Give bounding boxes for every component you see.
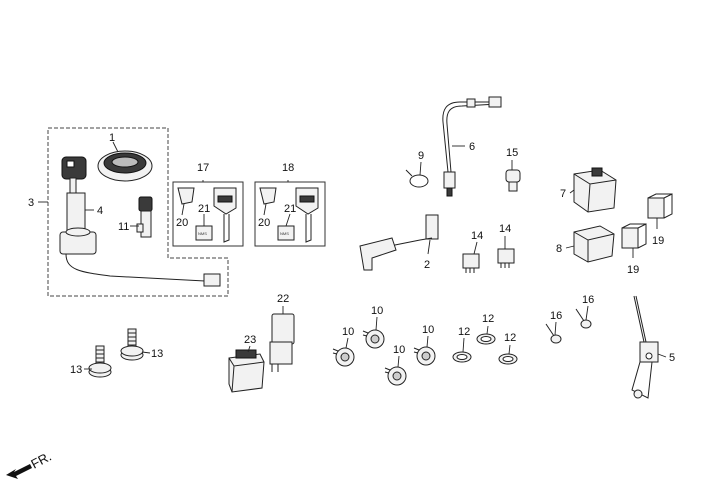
callout-5: 5 [669,352,675,364]
leader-lines [38,141,667,370]
callout-13b: 13 [151,348,163,360]
callout-3: 3 [28,197,34,209]
bulb-socket-part [505,169,521,192]
grommet-10c-part [384,366,407,386]
callout-11: 11 [118,221,129,233]
callout-2: 2 [424,259,430,271]
callout-17: 17 [197,162,209,174]
key-set-18: NMS [254,181,326,247]
callout-16a: 16 [550,310,562,322]
callout-12a: 12 [458,326,470,338]
ignition-key-part [61,156,87,195]
front-arrow-icon [6,464,32,479]
callout-8: 8 [556,243,562,255]
key-set-17-frame [172,181,244,247]
relay-14a-part [462,253,480,273]
callout-10c: 10 [393,344,405,356]
relay-19b-part [621,223,647,249]
ignition-connector [203,273,221,287]
sensor-cable-part [442,96,502,197]
fuel-cap-part [97,150,153,182]
callout-21b: 21 [284,203,296,215]
callout-14a: 14 [471,230,483,242]
callout-20a: 20 [176,217,188,229]
key-set-18-frame [254,181,326,247]
fuse-block-23-part [228,349,265,393]
callout-12c: 12 [504,332,516,344]
sensor-bracket-part [631,295,659,399]
callout-20b: 20 [258,217,270,229]
control-unit-part [573,225,615,263]
key-set-17: NMS [172,181,244,247]
bolt-13b-part [120,328,144,361]
callout-7: 7 [560,188,566,200]
seat-lock-part [136,196,153,238]
callout-19b: 19 [627,264,639,276]
callout-10a: 10 [342,326,354,338]
callout-labels: 1 2 3 4 5 6 7 8 9 10 10 10 10 11 12 12 1… [28,132,675,376]
front-direction-indicator: FR. [6,449,54,479]
hose-clip-part [405,169,429,188]
callout-1: 1 [109,132,115,144]
grommet-10d-part [413,346,436,366]
washer-12a-part [452,351,472,363]
callout-9: 9 [418,150,424,162]
fuse-holder-22-part [269,313,295,372]
relay-module-part [573,167,617,213]
front-direction-label: FR. [28,449,54,472]
callout-16b: 16 [582,294,594,306]
callout-6: 6 [469,141,475,153]
key-tag-17-label: NMS [198,231,207,236]
callout-14b: 14 [499,223,511,235]
callout-13a: 13 [70,364,82,376]
screw-16a-part [545,323,562,344]
ignition-switch-group [47,127,229,297]
callout-10b: 10 [371,305,383,317]
callout-12b: 12 [482,313,494,325]
wire-harness-part [359,214,439,271]
callout-4: 4 [97,205,103,217]
washer-12c-part [498,353,518,365]
relay-14b-part [497,248,515,268]
callout-10d: 10 [422,324,434,336]
callout-18: 18 [282,162,294,174]
washer-12b-part [476,333,496,345]
callout-21a: 21 [198,203,210,215]
callout-15: 15 [506,147,518,159]
callout-22: 22 [277,293,289,305]
grommet-10a-part [332,347,355,367]
grommet-10b-part [362,329,385,349]
bolt-13a-part [88,345,112,378]
key-tag-18-label: NMS [280,231,289,236]
callout-23: 23 [244,334,256,346]
screw-16b-part [575,308,592,329]
relay-19a-part [647,193,673,219]
callout-19a: 19 [652,235,664,247]
ignition-cylinder-part [59,192,221,287]
group-boundary-dashed [47,127,229,297]
